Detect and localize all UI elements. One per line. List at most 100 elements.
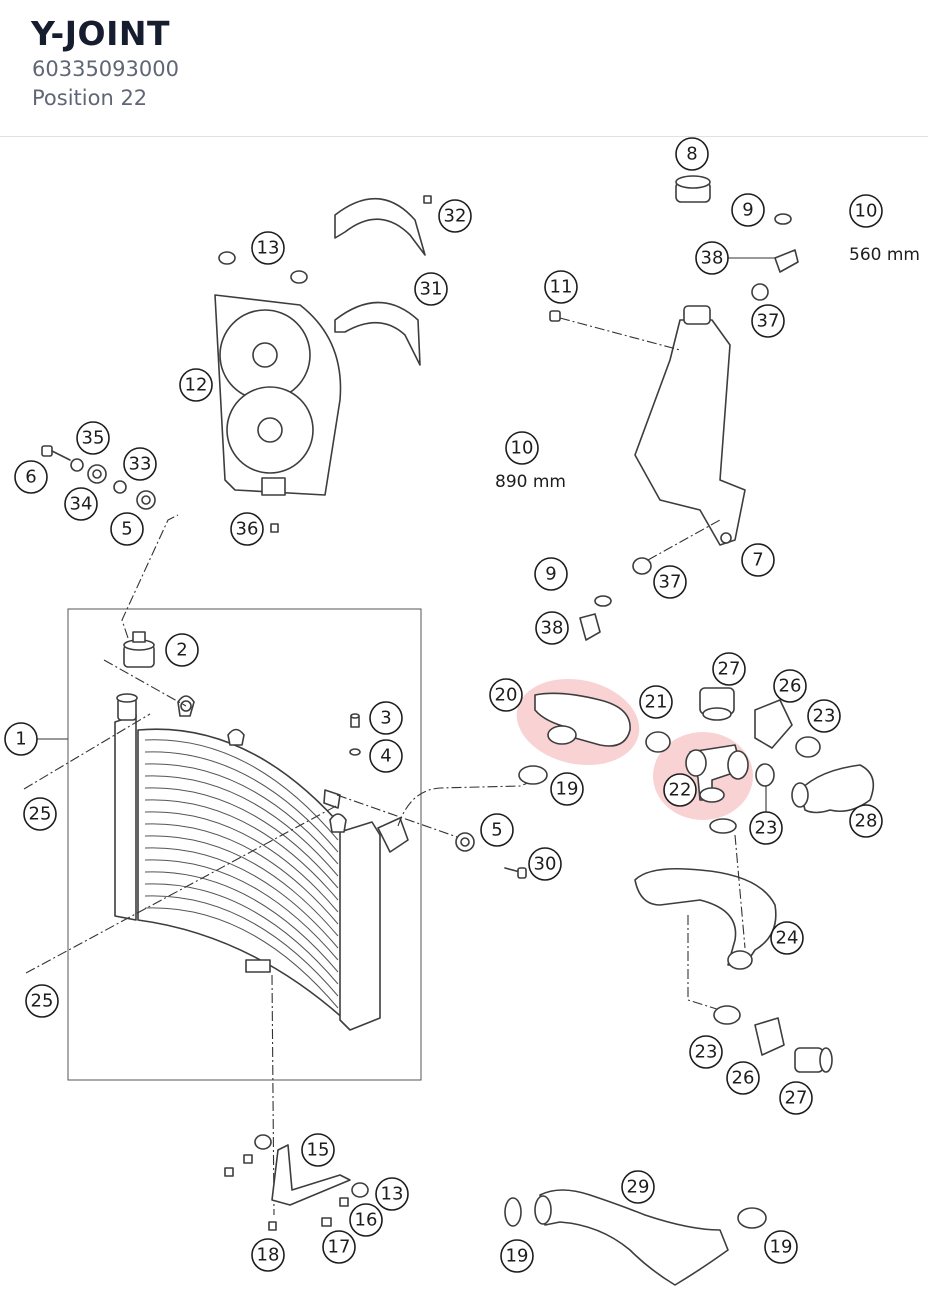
radiator-drawing: [114, 693, 409, 1031]
svg-text:29: 29: [627, 1177, 650, 1198]
callout-8[interactable]: 8: [675, 137, 709, 171]
svg-text:18: 18: [257, 1245, 280, 1266]
fan-shroud-part-12: [214, 294, 342, 496]
svg-text:15: 15: [307, 1140, 330, 1161]
svg-text:37: 37: [757, 311, 780, 332]
svg-text:3: 3: [380, 708, 391, 729]
callout-9a[interactable]: 9: [731, 193, 765, 227]
callout-24[interactable]: 24: [770, 921, 804, 955]
callout-9b[interactable]: 9: [534, 557, 568, 591]
callout-35[interactable]: 35: [76, 421, 110, 455]
svg-text:26: 26: [779, 676, 802, 697]
svg-text:19: 19: [556, 779, 579, 800]
callout-20[interactable]: 20: [489, 678, 523, 712]
leader-25b: [25, 805, 337, 974]
svg-text:23: 23: [695, 1042, 718, 1063]
fitting-part-38a: [728, 249, 799, 273]
callout-11[interactable]: 11: [544, 270, 578, 304]
svg-text:9: 9: [742, 200, 753, 221]
housing-part-26a: [754, 699, 793, 749]
callout-4[interactable]: 4: [369, 739, 403, 773]
callout-25a[interactable]: 25: [23, 797, 57, 831]
callout-37b[interactable]: 37: [653, 565, 687, 599]
part-position: Position 22: [32, 86, 148, 110]
callout-25b[interactable]: 25: [25, 984, 59, 1018]
callout-15[interactable]: 15: [301, 1133, 335, 1167]
svg-text:23: 23: [755, 818, 778, 839]
callout-10a[interactable]: 10: [849, 194, 883, 228]
grommet-part-13a: [218, 251, 308, 284]
callout-10b[interactable]: 10: [505, 431, 539, 465]
svg-text:11: 11: [550, 277, 573, 298]
callout-23c[interactable]: 23: [689, 1035, 723, 1069]
callout-19c[interactable]: 19: [764, 1230, 798, 1264]
svg-text:9: 9: [545, 564, 556, 585]
callout-18[interactable]: 18: [251, 1238, 285, 1272]
callout-13a[interactable]: 13: [251, 231, 285, 265]
callout-26a[interactable]: 26: [773, 669, 807, 703]
callout-13b[interactable]: 13: [375, 1177, 409, 1211]
callout-21[interactable]: 21: [639, 685, 673, 719]
svg-text:1: 1: [15, 729, 26, 750]
callout-2[interactable]: 2: [165, 633, 199, 667]
callout-22[interactable]: 22: [663, 773, 697, 807]
svg-text:25: 25: [31, 991, 54, 1012]
callout-27a[interactable]: 27: [712, 652, 746, 686]
leader-19-hose: [397, 779, 537, 827]
fan-cover-part-31: [334, 301, 421, 366]
callout-27b[interactable]: 27: [779, 1081, 813, 1115]
callout-12[interactable]: 12: [179, 368, 213, 402]
callout-33[interactable]: 33: [123, 447, 157, 481]
svg-text:23: 23: [813, 706, 836, 727]
clamp-part-23b: [755, 763, 775, 787]
svg-text:30: 30: [534, 854, 557, 875]
svg-text:20: 20: [495, 685, 518, 706]
callout-19b[interactable]: 19: [500, 1239, 534, 1273]
leader-37b: [647, 519, 721, 561]
callout-23b[interactable]: 23: [749, 811, 783, 845]
callout-1[interactable]: 1: [4, 722, 38, 756]
callout-30[interactable]: 30: [528, 847, 562, 881]
svg-text:7: 7: [752, 550, 763, 571]
callout-3[interactable]: 3: [369, 701, 403, 735]
leader-25a: [23, 713, 151, 790]
callout-28[interactable]: 28: [849, 804, 883, 838]
part-header: Y-JOINT 60335093000 Position 22: [0, 0, 928, 137]
svg-text:19: 19: [770, 1237, 793, 1258]
washer-part-35: [70, 458, 84, 472]
bolt-part-3: [350, 713, 360, 728]
svg-text:4: 4: [380, 746, 391, 767]
callout-5a[interactable]: 5: [110, 512, 144, 546]
hose-length-label-560: 560 mm: [849, 245, 920, 265]
leader-23c: [734, 834, 746, 949]
leader-18: [271, 974, 275, 1216]
svg-text:22: 22: [669, 780, 692, 801]
callout-32[interactable]: 32: [438, 199, 472, 233]
hose-part-10-long-inner: [551, 343, 627, 595]
callout-38a[interactable]: 38: [695, 241, 729, 275]
callout-31[interactable]: 31: [414, 272, 448, 306]
cap-part-8: [675, 175, 711, 203]
callout-23a[interactable]: 23: [807, 699, 841, 733]
svg-text:34: 34: [70, 494, 93, 515]
callout-17[interactable]: 17: [322, 1230, 356, 1264]
callout-16[interactable]: 16: [349, 1203, 383, 1237]
callout-34[interactable]: 34: [64, 487, 98, 521]
hose-part-28: [791, 764, 875, 814]
callout-5b[interactable]: 5: [480, 813, 514, 847]
callout-7[interactable]: 7: [741, 543, 775, 577]
bolt-part-6: [41, 445, 71, 461]
callout-26b[interactable]: 26: [726, 1061, 760, 1095]
clamp-part-23c: [709, 818, 737, 834]
callout-6[interactable]: 6: [14, 460, 48, 494]
svg-text:13: 13: [257, 238, 280, 259]
thermostat-part-27b: [794, 1047, 833, 1073]
callout-36[interactable]: 36: [230, 512, 264, 546]
bolt-part-17: [321, 1217, 332, 1227]
callout-19a[interactable]: 19: [550, 772, 584, 806]
bolt-part-18b: [224, 1154, 253, 1177]
callout-37a[interactable]: 37: [751, 304, 785, 338]
radiator-assembly-frame: [67, 608, 422, 1081]
callout-38b[interactable]: 38: [535, 611, 569, 645]
callout-29[interactable]: 29: [621, 1170, 655, 1204]
